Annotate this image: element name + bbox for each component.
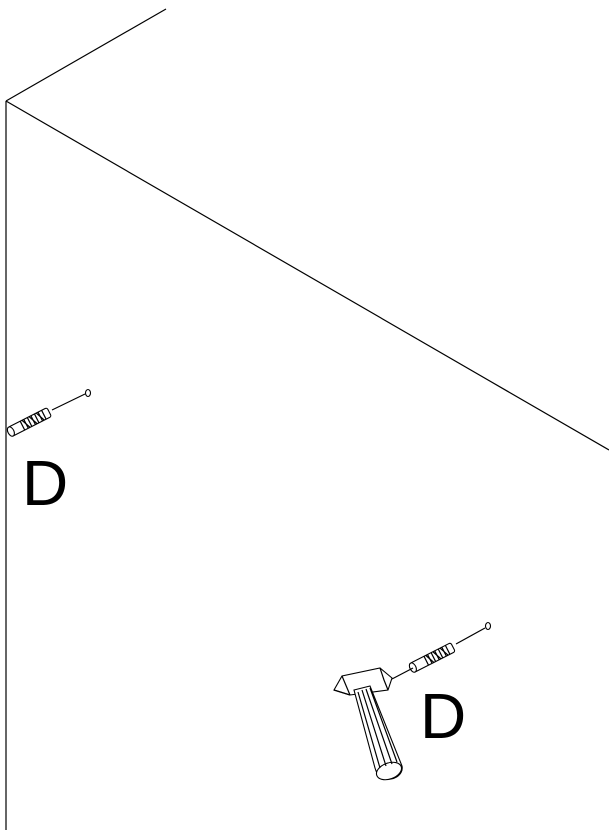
wall-plug-bottom: D [333, 621, 492, 781]
hammer-to-plug-line [391, 667, 414, 680]
wall-plug-icon [408, 642, 456, 673]
wall-plug-top: D [6, 388, 92, 519]
label-d-bottom: D [420, 680, 466, 752]
hammer-icon [333, 667, 403, 781]
screw-icon [51, 388, 92, 411]
wall-plug-icon [6, 407, 52, 437]
wall-outline [5, 8, 609, 830]
screw-icon [455, 621, 492, 645]
label-d-top: D [22, 447, 68, 519]
